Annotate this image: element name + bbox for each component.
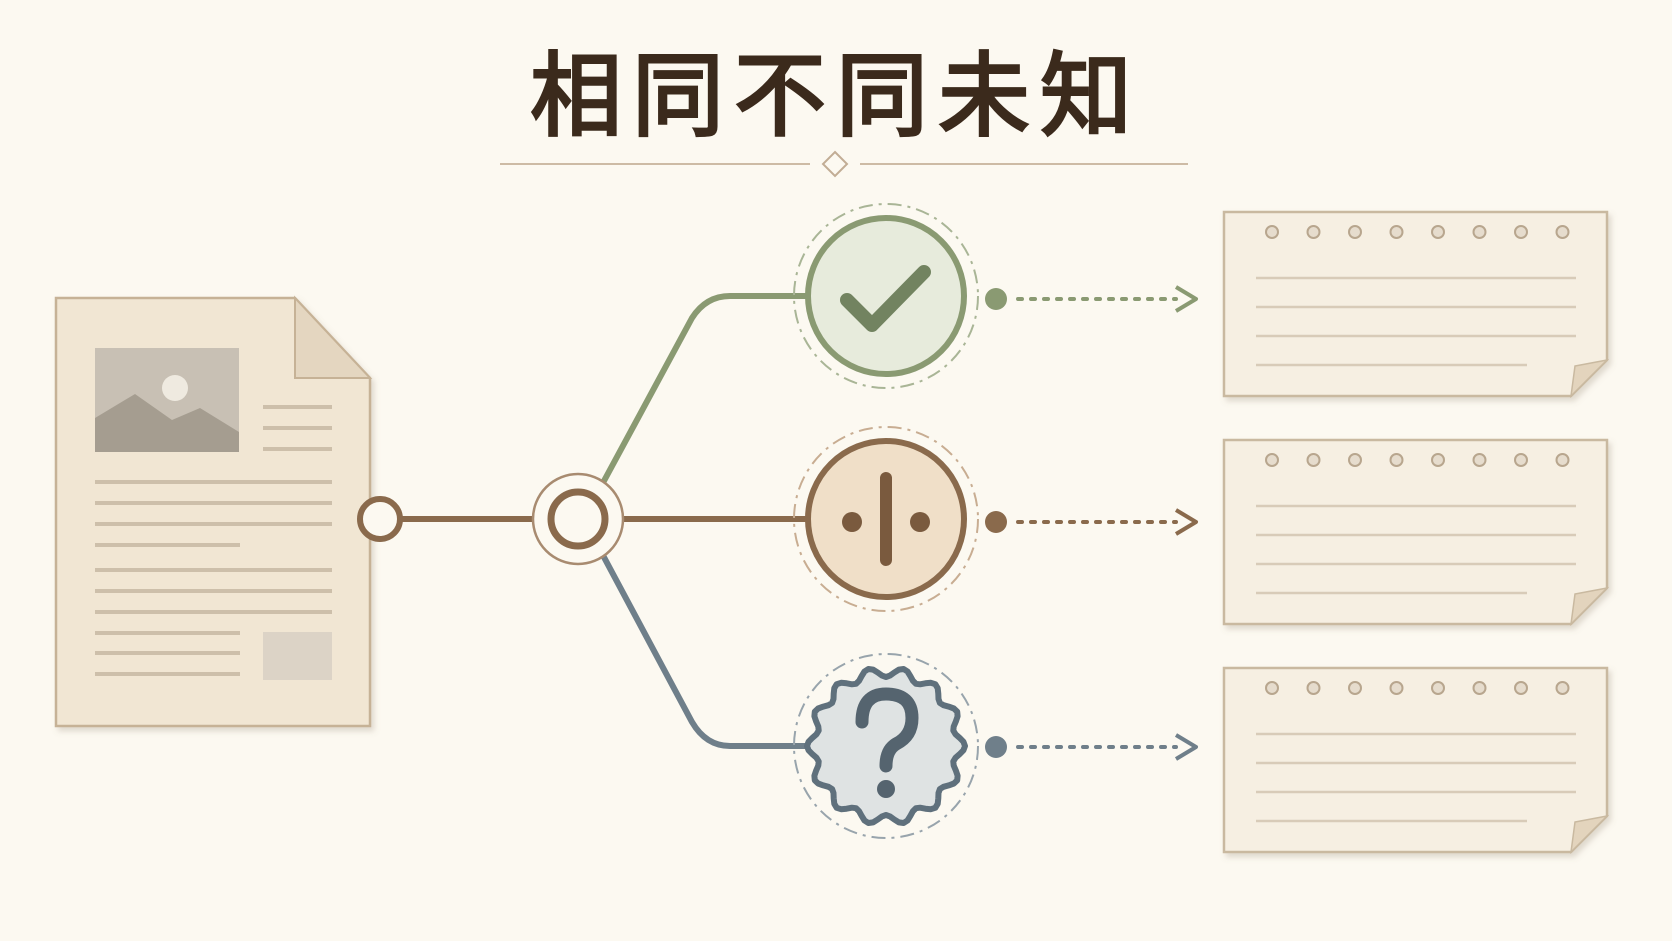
binder-hole-icon [1389, 225, 1404, 239]
binder-hole-icon [1472, 225, 1487, 239]
binder-hole-icon [1555, 453, 1570, 467]
binder-hole-icon [1514, 681, 1528, 695]
document-icon [54, 295, 373, 728]
question-icon [855, 687, 919, 798]
binder-hole-icon [1555, 681, 1570, 695]
binder-hole-icon [1265, 681, 1279, 695]
document-output-node [357, 496, 403, 542]
branch-same [793, 203, 979, 389]
binder-hole-icon [1389, 681, 1404, 695]
binder-hole-icon [1306, 681, 1321, 695]
result-card-same [1222, 210, 1610, 399]
binder-hole-icon [1472, 453, 1487, 467]
binder-hole-icon [1306, 225, 1321, 239]
branch-line-unknown [595, 543, 809, 749]
branch-line-same [595, 293, 809, 495]
binder-hole-icon [1431, 453, 1445, 467]
binder-hole-icon [1348, 681, 1362, 695]
divide-icon [842, 472, 930, 566]
arrow-unknown [985, 733, 1198, 761]
binder-hole-icon [1555, 225, 1570, 239]
check-icon [840, 265, 931, 332]
binder-hole-icon [1472, 681, 1487, 695]
binder-hole-icon [1348, 225, 1362, 239]
arrow-same [985, 285, 1198, 313]
binder-hole-icon [1514, 225, 1528, 239]
diamond-ornament-icon [821, 150, 849, 178]
binder-hole-icon [1265, 453, 1279, 467]
binder-hole-icon [1306, 453, 1321, 467]
binder-hole-icon [1389, 453, 1404, 467]
arrow-different [985, 508, 1198, 536]
junction-node-icon [531, 472, 625, 566]
binder-hole-icon [1514, 453, 1528, 467]
title-divider [500, 150, 1188, 178]
binder-hole-icon [1431, 681, 1445, 695]
branch-different [793, 426, 979, 612]
result-card-different [1222, 438, 1610, 627]
result-card-unknown [1222, 666, 1610, 855]
branch-unknown [793, 653, 979, 839]
binder-hole-icon [1265, 225, 1279, 239]
binder-hole-icon [1431, 225, 1445, 239]
binder-hole-icon [1348, 453, 1362, 467]
diagram-title: 相同不同未知 [529, 42, 1142, 150]
